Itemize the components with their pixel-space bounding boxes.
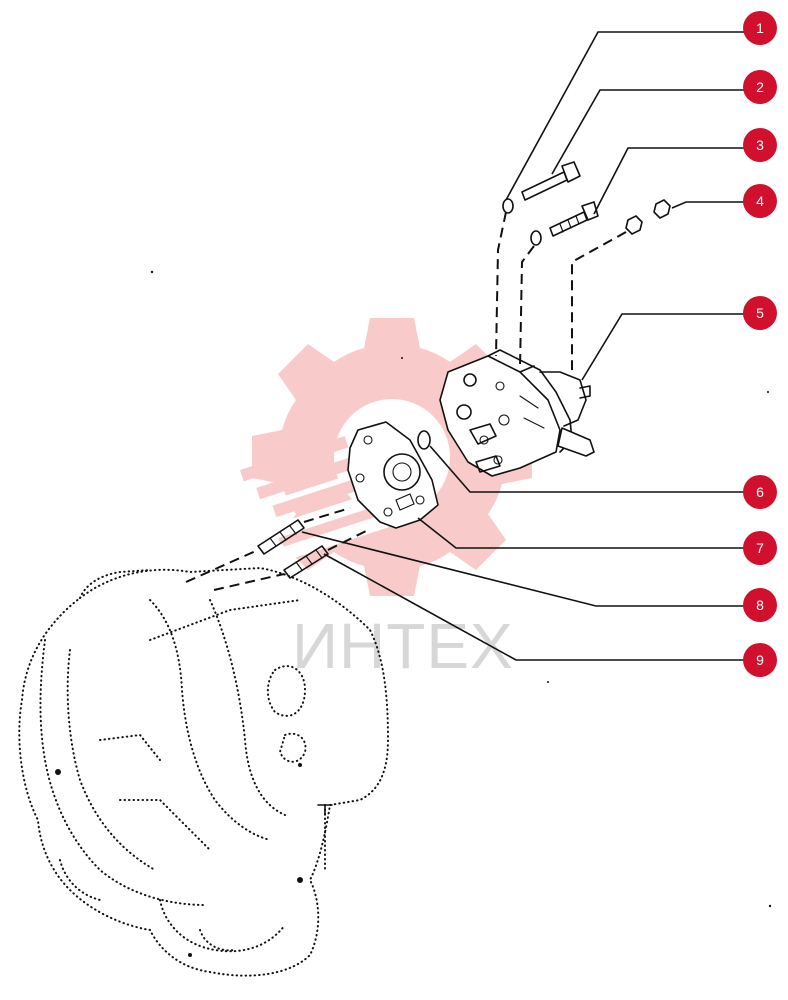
watermark-text: ИНТЕХ [292, 610, 514, 682]
nut-4 [625, 199, 671, 235]
engine-housing [18, 566, 390, 977]
fuel-pump [439, 349, 595, 477]
leader-lines [301, 31, 745, 661]
bolt-3 [549, 201, 599, 237]
callout-number: 2 [756, 79, 764, 95]
o-ring [417, 430, 431, 450]
stud-bolt-9 [283, 545, 329, 579]
callout-3: 3 [743, 128, 777, 162]
gasket [347, 421, 439, 529]
callout-number: 1 [756, 20, 764, 36]
bolt-2 [521, 161, 581, 201]
stud-guide-lines [185, 507, 369, 591]
callout-number: 8 [756, 597, 764, 613]
callout-number: 3 [756, 137, 764, 153]
callout-1: 1 [743, 11, 777, 45]
callout-5: 5 [743, 296, 777, 330]
washer-1 [502, 198, 514, 214]
callout-7: 7 [743, 531, 777, 565]
scan-speckles [150, 270, 772, 908]
callout-number: 4 [756, 193, 764, 209]
washer-3 [530, 230, 542, 246]
callout-number: 9 [756, 652, 764, 668]
callout-8: 8 [743, 588, 777, 622]
callout-9: 9 [743, 643, 777, 677]
callout-2: 2 [743, 70, 777, 104]
stud-bolt-8 [257, 519, 305, 555]
assembly-guide-lines [495, 211, 627, 370]
callout-4: 4 [743, 184, 777, 218]
callout-number: 6 [756, 484, 764, 500]
callout-number: 7 [756, 540, 764, 556]
callout-number: 5 [756, 305, 764, 321]
callout-6: 6 [743, 475, 777, 509]
